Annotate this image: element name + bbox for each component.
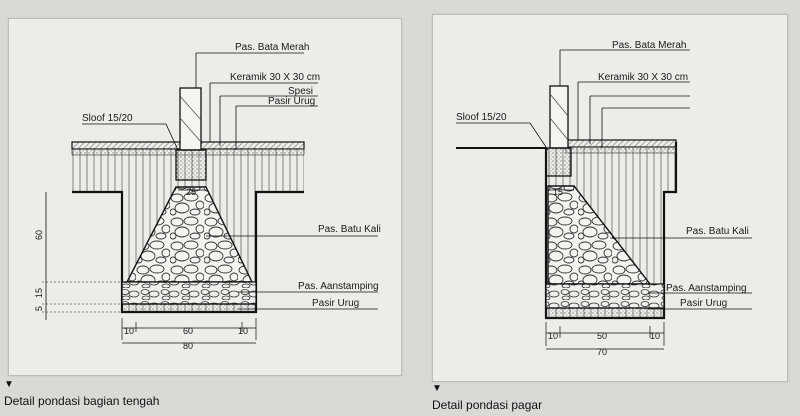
right-label-bata: Pas. Bata Merah xyxy=(612,40,686,51)
left-dim-aanstamping: 15 xyxy=(34,288,44,298)
triangle-down-icon: ▼ xyxy=(432,383,442,394)
right-label-pasir-urug-bottom: Pasir Urug xyxy=(680,298,727,309)
left-dim-total: 80 xyxy=(183,341,193,351)
right-brick-wall xyxy=(549,85,569,149)
right-aanstamping xyxy=(545,283,665,309)
left-dim-side-right: 10 xyxy=(238,326,248,336)
right-sloof xyxy=(545,147,572,177)
right-sand-layer xyxy=(565,146,677,154)
right-caption: Detail pondasi pagar xyxy=(432,398,543,412)
left-label-bata: Pas. Bata Merah xyxy=(235,42,309,53)
right-caption-block: ▼ Detail pondasi pagar xyxy=(432,383,543,413)
left-label-aanstamping: Pas. Aanstamping xyxy=(298,281,379,292)
left-sloof xyxy=(175,149,207,181)
left-sand-bed xyxy=(121,303,257,313)
left-label-pasir-urug-bottom: Pasir Urug xyxy=(312,298,359,309)
left-label-keramik: Keramik 30 X 30 cm xyxy=(230,72,320,83)
left-dim-top-width: 25 xyxy=(186,187,196,197)
left-dim-height: 60 xyxy=(34,230,44,240)
left-caption: Detail pondasi bagian tengah xyxy=(4,394,160,408)
left-label-spesi: Spesi xyxy=(288,86,313,97)
right-label-sloof: Sloof 15/20 xyxy=(456,112,507,123)
right-dim-side-left: 10 xyxy=(548,331,558,341)
right-dim-base: 50 xyxy=(597,331,607,341)
triangle-down-icon: ▼ xyxy=(4,379,14,390)
left-dim-sand: 5 xyxy=(34,306,44,311)
left-foundation: 25 60 15 5 10 60 10 80 Pas. B xyxy=(34,42,381,351)
right-dim-total: 70 xyxy=(597,347,607,357)
right-dim-top-width: 15 xyxy=(553,187,563,197)
left-aanstamping xyxy=(121,281,257,305)
right-keramik-layer xyxy=(565,139,677,148)
right-label-keramik: Keramik 30 X 30 cm xyxy=(598,72,688,83)
left-label-sloof: Sloof 15/20 xyxy=(82,113,133,124)
right-dim-side-right: 10 xyxy=(650,331,660,341)
right-foundation: 15 10 50 10 70 Pas. Bata Merah Keramik 3… xyxy=(456,40,752,357)
left-caption-block: ▼ Detail pondasi bagian tengah xyxy=(4,379,160,409)
left-dim-side-left: 10 xyxy=(124,326,134,336)
right-label-aanstamping: Pas. Aanstamping xyxy=(666,283,747,294)
left-label-batu-kali: Pas. Batu Kali xyxy=(318,224,381,235)
left-label-pasir-urug-top: Pasir Urug xyxy=(268,96,315,107)
right-label-batu-kali: Pas. Batu Kali xyxy=(686,226,749,237)
right-sand-bed xyxy=(545,307,665,319)
left-dim-base: 60 xyxy=(183,326,193,336)
left-brick-wall xyxy=(179,87,202,151)
